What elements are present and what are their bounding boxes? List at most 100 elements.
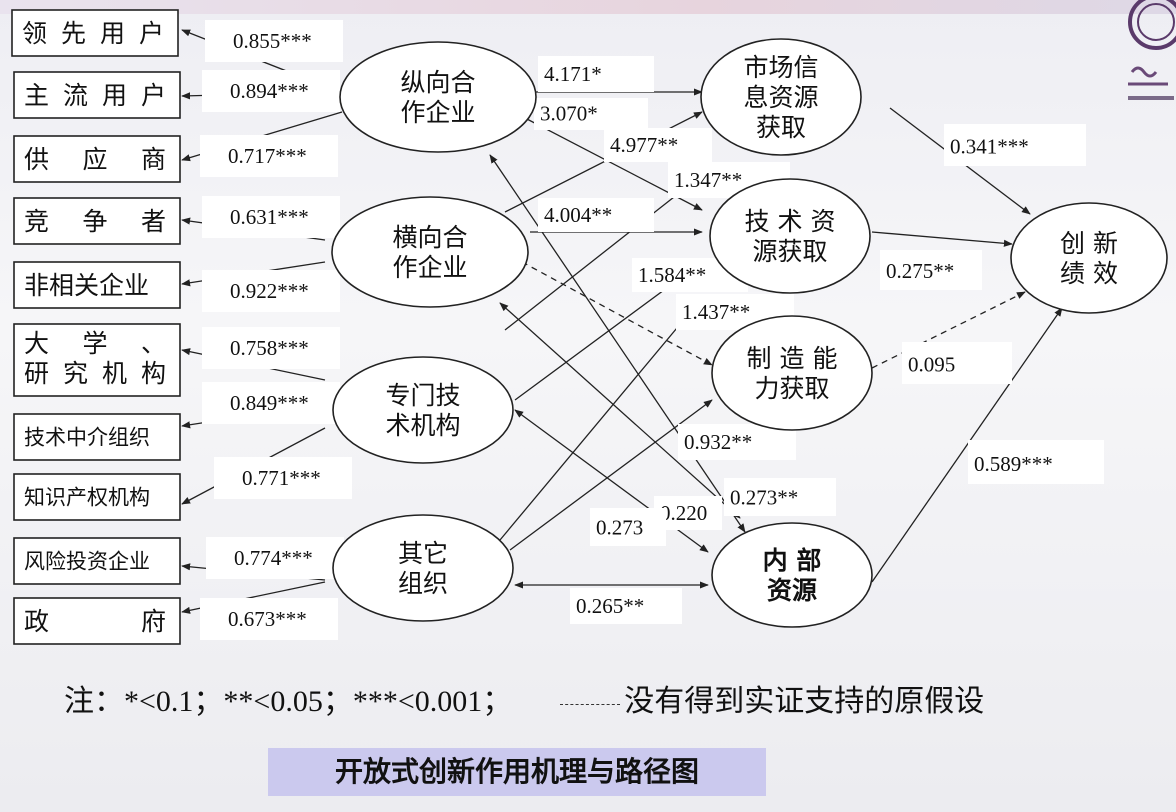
path-label-bg [590, 508, 666, 546]
path-coefficient-label: 1.437** [682, 300, 750, 324]
loading-label-bg [202, 70, 340, 112]
loading-label: 0.922*** [230, 279, 309, 303]
path-coefficient-label: 1.584** [638, 263, 706, 287]
indicator-box-i3 [13, 135, 181, 183]
path-coefficient-label: 0.220 [660, 501, 707, 525]
loading-label-bg [205, 20, 343, 62]
path-coefficient-label: 3.070* [540, 101, 598, 125]
latent-label: 源获取 [752, 237, 827, 266]
latent-node-L2 [331, 196, 529, 308]
loading-label-bg [214, 457, 352, 499]
loading-label: 0.894*** [230, 79, 309, 103]
loading-label-bg [202, 382, 340, 424]
indicator-label: 技术中介组织 [24, 426, 150, 450]
latent-label: 制 造 能 [747, 344, 838, 373]
loading-label: 0.631*** [230, 205, 309, 229]
indicator-box-i6 [13, 323, 181, 397]
latent-label: 力获取 [754, 374, 829, 403]
loading-label-bg [202, 327, 340, 369]
latent-label: 横向合 [392, 223, 467, 252]
loading-label: 0.855*** [233, 29, 312, 53]
indicator-label: 竞 争 者 [24, 207, 166, 236]
note-prefix: 注： [64, 684, 124, 719]
loading-label-bg [202, 270, 340, 312]
path-coefficient-label: 0.273 [596, 516, 643, 540]
path-label-bg [538, 198, 654, 232]
loading-label-bg [202, 196, 340, 238]
indicator-label: 供 应 商 [24, 145, 166, 174]
top-decor-band [0, 0, 1176, 14]
latent-node-L3 [332, 356, 514, 464]
latent-node-L4 [332, 514, 514, 622]
latent-label: 市场信 [743, 53, 818, 82]
edge-24 [871, 231, 1013, 247]
indicator-box-i7 [13, 413, 181, 461]
path-label-bg [944, 124, 1086, 166]
latent-label: 纵向合 [400, 68, 475, 97]
latent-label: 专门技 [385, 381, 460, 410]
significance-note: 注：*<0.1；**<0.05；***<0.001； 没有得到实证支持的原假设 [64, 676, 1064, 719]
indicator-label: 大 学 、 [24, 329, 166, 358]
path-coefficient-label: 1.347** [674, 168, 742, 192]
path-label-bg [570, 588, 682, 624]
latent-label: 作企业 [400, 98, 475, 127]
latent-label: 术机构 [385, 411, 460, 440]
path-label-bg [534, 98, 648, 130]
loading-label: 0.673*** [228, 607, 307, 631]
path-label-bg [538, 56, 654, 92]
latent-node-M1 [700, 38, 862, 156]
edge-20 [499, 302, 741, 519]
indicator-box-i4 [13, 197, 181, 245]
latent-label: 内 部 [763, 546, 822, 575]
latent-node-Y [1010, 202, 1168, 314]
latent-label: 获取 [756, 113, 806, 142]
note-dashed-meaning: 没有得到实证支持的原假设 [624, 684, 985, 719]
latent-label: 作企业 [392, 253, 467, 282]
indicator-label: 风险投资企业 [24, 550, 150, 574]
loading-label: 0.849*** [230, 391, 309, 415]
latent-label: 技 术 资 [745, 207, 836, 236]
loading-label-bg [200, 598, 338, 640]
indicator-box-i5 [13, 261, 181, 309]
latent-label: 其它 [398, 539, 448, 568]
indicator-label: 政 府 [24, 607, 166, 636]
path-coefficient-label: 4.171* [544, 62, 602, 86]
latent-label: 创 新 [1060, 229, 1118, 258]
latent-node-M3 [711, 315, 873, 431]
path-label-bg [902, 342, 1012, 384]
indicator-box-i10 [13, 597, 181, 645]
latent-node-M4 [711, 522, 873, 628]
edge-26 [871, 307, 1063, 583]
path-coefficient-label: 0.265** [576, 594, 644, 618]
loading-label-bg [206, 537, 344, 579]
path-label-bg [678, 424, 796, 460]
path-label-bg [968, 440, 1104, 484]
path-coefficient-label: 0.589*** [974, 452, 1053, 476]
path-coefficient-label: 0.273** [730, 486, 798, 510]
loading-label: 0.771*** [242, 466, 321, 490]
figure-caption: 开放式创新作用机理与路径图 [268, 748, 766, 796]
coefficient-labels-layer: 0.855*** 0.894*** 0.717*** 0.631*** 0.922***… [200, 20, 1104, 640]
university-seal-icon [1128, 0, 1176, 100]
loading-label: 0.774*** [234, 546, 313, 570]
path-coefficient-label: 4.004** [544, 203, 612, 227]
path-coefficient-label: 0.932** [684, 430, 752, 454]
indicator-box-i8 [13, 473, 181, 521]
latent-label: 息资源 [743, 83, 818, 112]
note-levels: *<0.1；**<0.05；***<0.001； [124, 685, 513, 718]
latent-node-M2 [709, 178, 871, 294]
loading-label: 0.717*** [228, 144, 307, 168]
path-coefficient-label: 0.341*** [950, 134, 1029, 158]
loading-label: 0.758*** [230, 336, 309, 360]
latent-node-L1 [339, 41, 537, 153]
path-label-bg [604, 128, 712, 162]
latent-label: 组织 [398, 569, 448, 598]
indicator-box-i1 [11, 9, 179, 57]
dashed-line-sample [560, 703, 621, 705]
indicator-box-i9 [13, 537, 181, 585]
loading-label-bg [200, 135, 338, 177]
latent-label: 资源 [767, 576, 817, 605]
path-coefficient-label: 4.977** [610, 133, 678, 157]
